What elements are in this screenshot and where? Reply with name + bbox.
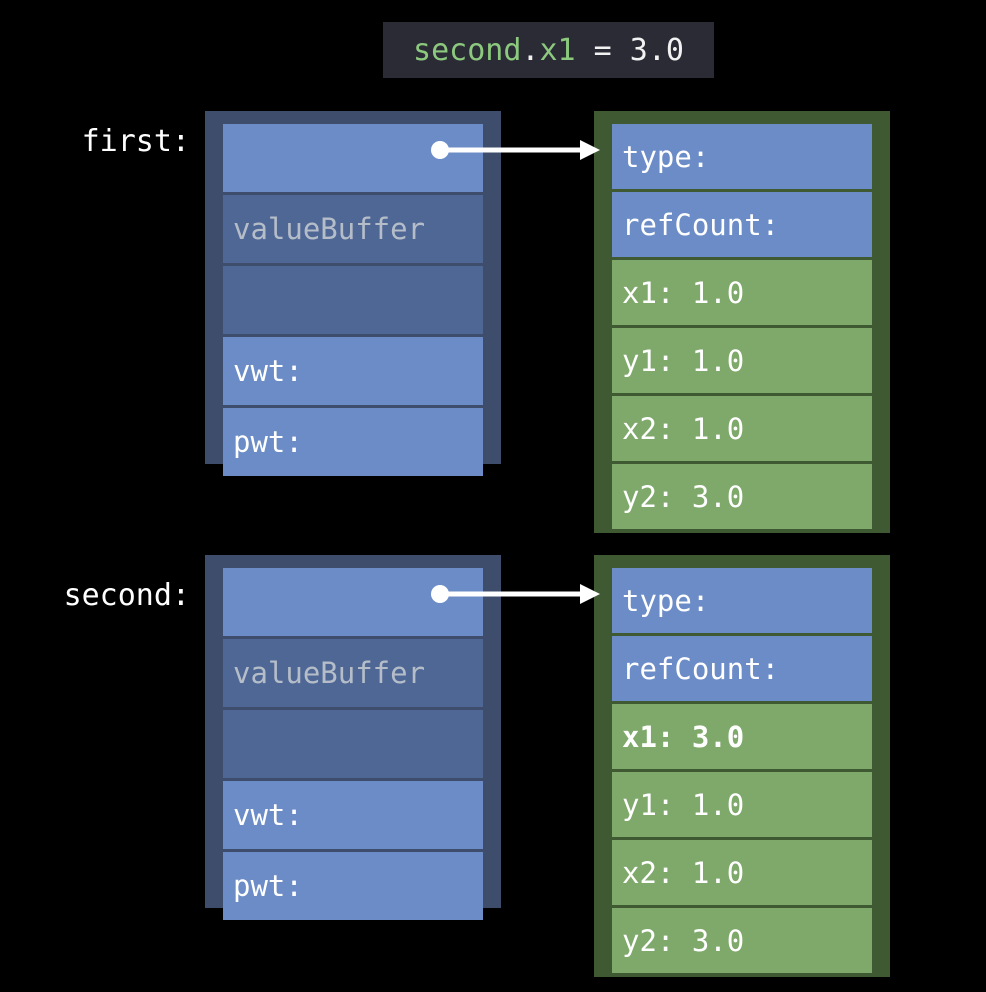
second-struct-box: valueBuffer vwt: pwt: (205, 555, 501, 920)
first-struct-valuebuffer-row: valueBuffer (223, 195, 483, 263)
variable-label-first: first: (81, 124, 190, 159)
second-object-y1-row: y1: 1.0 (612, 772, 872, 837)
code-token-property: x1 (539, 32, 576, 68)
second-object-x1-row: x1: 3.0 (612, 704, 872, 769)
second-reference-arrow (431, 584, 600, 604)
first-object-refcount-row: refCount: (612, 192, 872, 257)
first-object-type-row: type: (612, 124, 872, 189)
first-struct-pwt-row: pwt: (223, 408, 483, 476)
first-object-x1-row: x1: 1.0 (612, 260, 872, 325)
first-object-x2-row: x2: 1.0 (612, 396, 872, 461)
second-object-refcount-row: refCount: (612, 636, 872, 701)
second-object-y2-row: y2: 3.0 (612, 908, 872, 973)
second-struct-pwt-row: pwt: (223, 852, 483, 920)
first-struct-vwt-row: vwt: (223, 337, 483, 405)
first-struct-empty-row (223, 266, 483, 334)
second-struct-valuebuffer-row: valueBuffer (223, 639, 483, 707)
code-statement-banner: second.x1 = 3.0 (383, 22, 714, 78)
first-reference-arrow (431, 140, 600, 160)
first-object-box: type: refCount: x1: 1.0 y1: 1.0 x2: 1.0 … (594, 111, 890, 533)
code-token-object: second (413, 32, 522, 68)
second-struct-empty-row (223, 710, 483, 778)
variable-label-second: second: (63, 578, 190, 613)
second-object-box: type: refCount: x1: 3.0 y1: 1.0 x2: 1.0 … (594, 555, 890, 977)
first-object-y2-row: y2: 3.0 (612, 464, 872, 529)
second-object-type-row: type: (612, 568, 872, 633)
code-token-dot: . (521, 32, 540, 68)
code-token-operator: = (575, 32, 630, 68)
code-token-value: 3.0 (629, 32, 684, 68)
second-struct-vwt-row: vwt: (223, 781, 483, 849)
first-struct-box: valueBuffer vwt: pwt: (205, 111, 501, 476)
second-object-x2-row: x2: 1.0 (612, 840, 872, 905)
first-object-y1-row: y1: 1.0 (612, 328, 872, 393)
